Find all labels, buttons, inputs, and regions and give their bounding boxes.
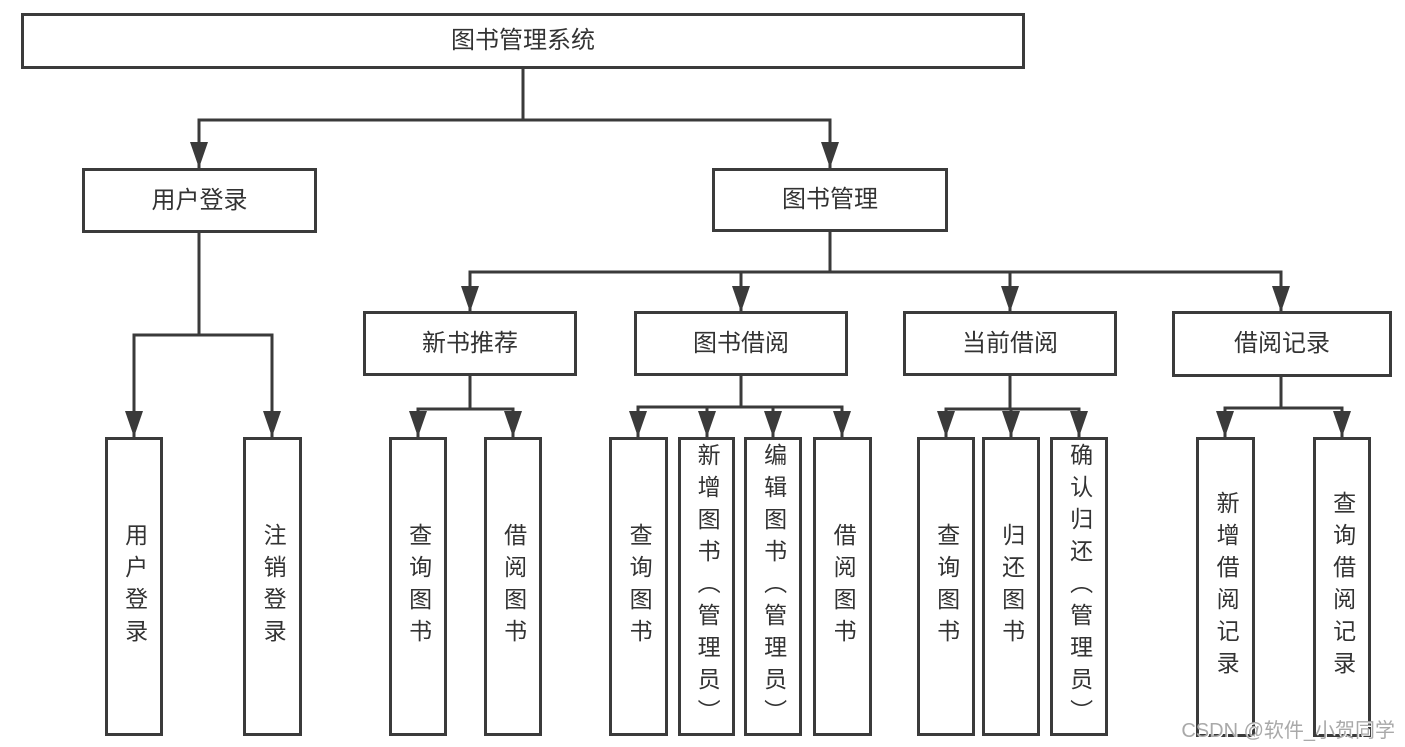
node-new-book-recommendation: 新书推荐 (363, 311, 577, 376)
node-label: 用户登录 (121, 522, 148, 651)
node-label: 用户登录 (151, 186, 248, 214)
node-return-books: 归还图书 (982, 437, 1040, 736)
node-search-books-current: 查询图书 (917, 437, 975, 736)
node-borrow-books-recommend: 借阅图书 (484, 437, 542, 736)
arrowhead-icons (125, 142, 1351, 437)
node-label: 新书推荐 (422, 329, 518, 357)
node-user-login-leaf: 用户登录 (105, 437, 163, 736)
node-edit-books-admin: 编辑图书（管理员） (744, 437, 802, 736)
node-label: 图书借阅 (693, 329, 789, 357)
node-search-borrow-record: 查询借阅记录 (1313, 437, 1371, 737)
node-library-management-system: 图书管理系统 (21, 13, 1025, 69)
node-book-borrowing: 图书借阅 (634, 311, 848, 376)
node-confirm-return-admin: 确认归还（管理员） (1050, 437, 1108, 736)
node-borrowing-records: 借阅记录 (1172, 311, 1392, 377)
node-label: 查询图书 (405, 522, 432, 651)
node-label: 当前借阅 (962, 329, 1058, 357)
node-label: 借阅图书 (830, 522, 857, 651)
node-current-borrowing: 当前借阅 (903, 311, 1117, 376)
node-label: 查询图书 (933, 522, 960, 651)
node-label: 确认归还（管理员） (1066, 442, 1093, 731)
node-user-login: 用户登录 (82, 168, 317, 233)
node-search-books-recommend: 查询图书 (389, 437, 447, 736)
node-add-books-admin: 新增图书（管理员） (678, 437, 735, 736)
node-label: 借阅记录 (1234, 330, 1330, 357)
node-borrow-books: 借阅图书 (813, 437, 872, 736)
node-label: 编辑图书（管理员） (760, 442, 787, 731)
node-label: 图书管理 (782, 186, 878, 213)
node-label: 查询图书 (626, 522, 653, 651)
node-label: 新增借阅记录 (1213, 491, 1240, 683)
node-book-management: 图书管理 (712, 168, 948, 232)
node-label: 借阅图书 (500, 522, 527, 651)
node-label: 图书管理系统 (451, 27, 595, 54)
watermark-text: CSDN @软件_小贺同学 (1181, 720, 1395, 742)
node-label: 查询借阅记录 (1329, 491, 1356, 683)
node-label: 归还图书 (998, 522, 1025, 651)
node-label: 新增图书（管理员） (694, 442, 721, 731)
node-search-books-borrow: 查询图书 (609, 437, 668, 736)
node-add-borrow-record: 新增借阅记录 (1196, 437, 1255, 737)
node-label: 注销登录 (260, 522, 287, 651)
node-logout: 注销登录 (243, 437, 302, 736)
